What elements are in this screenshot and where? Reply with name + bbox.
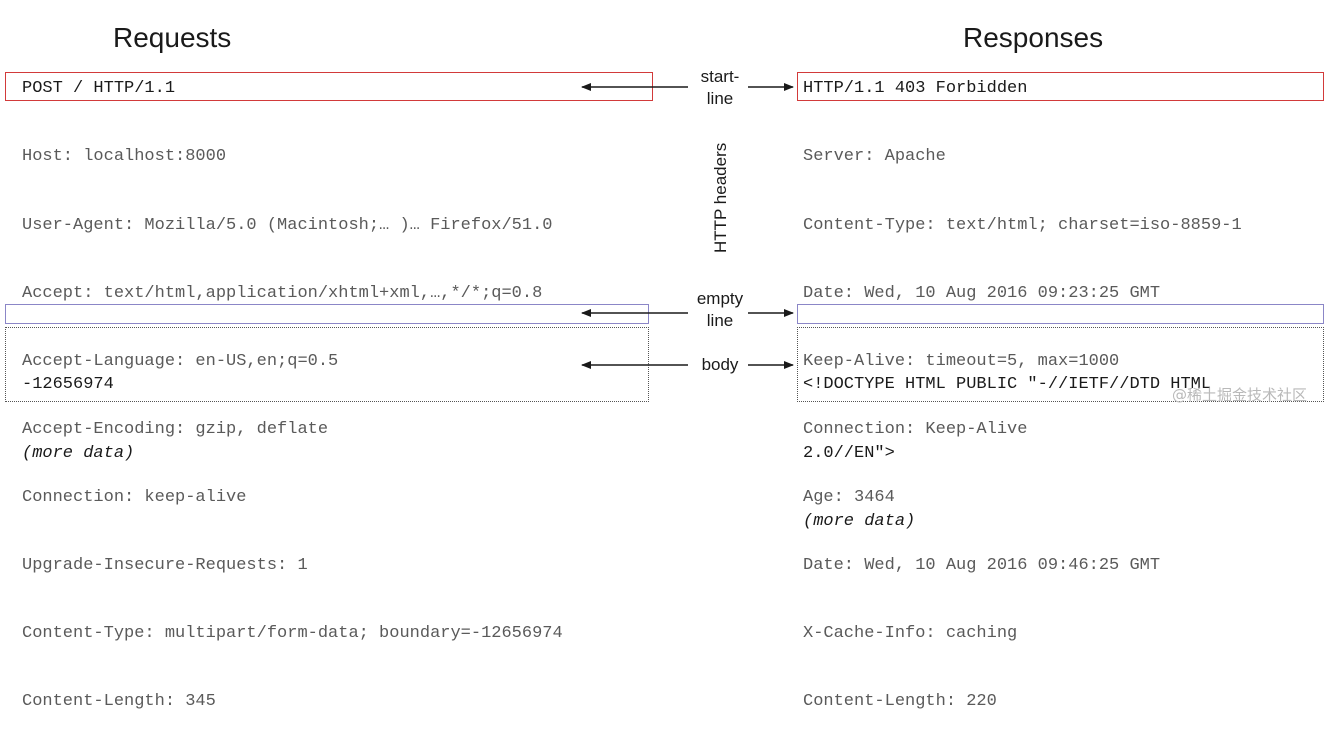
request-body-more-data: (more data) [22, 443, 135, 463]
empty-line-label: empty line [680, 288, 760, 332]
response-start-line: HTTP/1.1 403 Forbidden [803, 79, 1028, 98]
request-start-line: POST / HTTP/1.1 [22, 79, 176, 98]
response-start-line-box [797, 72, 1324, 101]
start-line-label-part: start- [700, 67, 740, 86]
request-header-line: Content-Length: 345 [22, 692, 216, 712]
body-label: body [701, 355, 739, 374]
start-line-label: start- line [680, 66, 760, 110]
watermark: @稀土掘金技术社区 [1172, 386, 1308, 404]
response-header-line: Date: Wed, 10 Aug 2016 09:46:25 GMT [803, 556, 1161, 576]
request-empty-line-box [5, 304, 649, 324]
response-body-line: <!DOCTYPE HTML PUBLIC "-//IETF//DTD HTML [803, 375, 1212, 395]
response-header-line: Date: Wed, 10 Aug 2016 09:23:25 GMT [803, 283, 1161, 303]
connector-arrows [581, 83, 794, 369]
response-header-line: Content-Length: 220 [803, 692, 997, 712]
empty-line-label-part: empty [696, 289, 744, 308]
response-header-line: Server: Apache [803, 147, 946, 167]
response-header-line: X-Cache-Info: caching [803, 624, 1018, 644]
response-body-line: 2.0//EN"> [803, 443, 895, 463]
response-empty-line-box [797, 304, 1324, 324]
request-header-line: Accept-Language: en-US,en;q=0.5 [22, 351, 339, 371]
requests-title: Requests [113, 22, 232, 53]
request-header-line: Connection: keep-alive [22, 487, 247, 507]
empty-line-label-part: line [706, 311, 734, 330]
request-header-line: User-Agent: Mozilla/5.0 (Macintosh;… )… … [22, 215, 553, 235]
request-header-line: Upgrade-Insecure-Requests: 1 [22, 556, 308, 576]
start-line-label-part: line [706, 89, 734, 108]
request-body-line: -12656974 [22, 375, 114, 395]
request-header-line: Content-Type: multipart/form-data; bound… [22, 624, 563, 644]
request-header-line: Accept: text/html,application/xhtml+xml,… [22, 283, 543, 303]
response-body-box [797, 327, 1324, 402]
response-body-more-data: (more data) [803, 511, 916, 531]
responses-title: Responses [963, 22, 1104, 53]
response-header-line: Keep-Alive: timeout=5, max=1000 [803, 351, 1120, 371]
request-header-line: Host: localhost:8000 [22, 147, 227, 167]
response-header-line: Content-Type: text/html; charset=iso-885… [803, 215, 1242, 235]
